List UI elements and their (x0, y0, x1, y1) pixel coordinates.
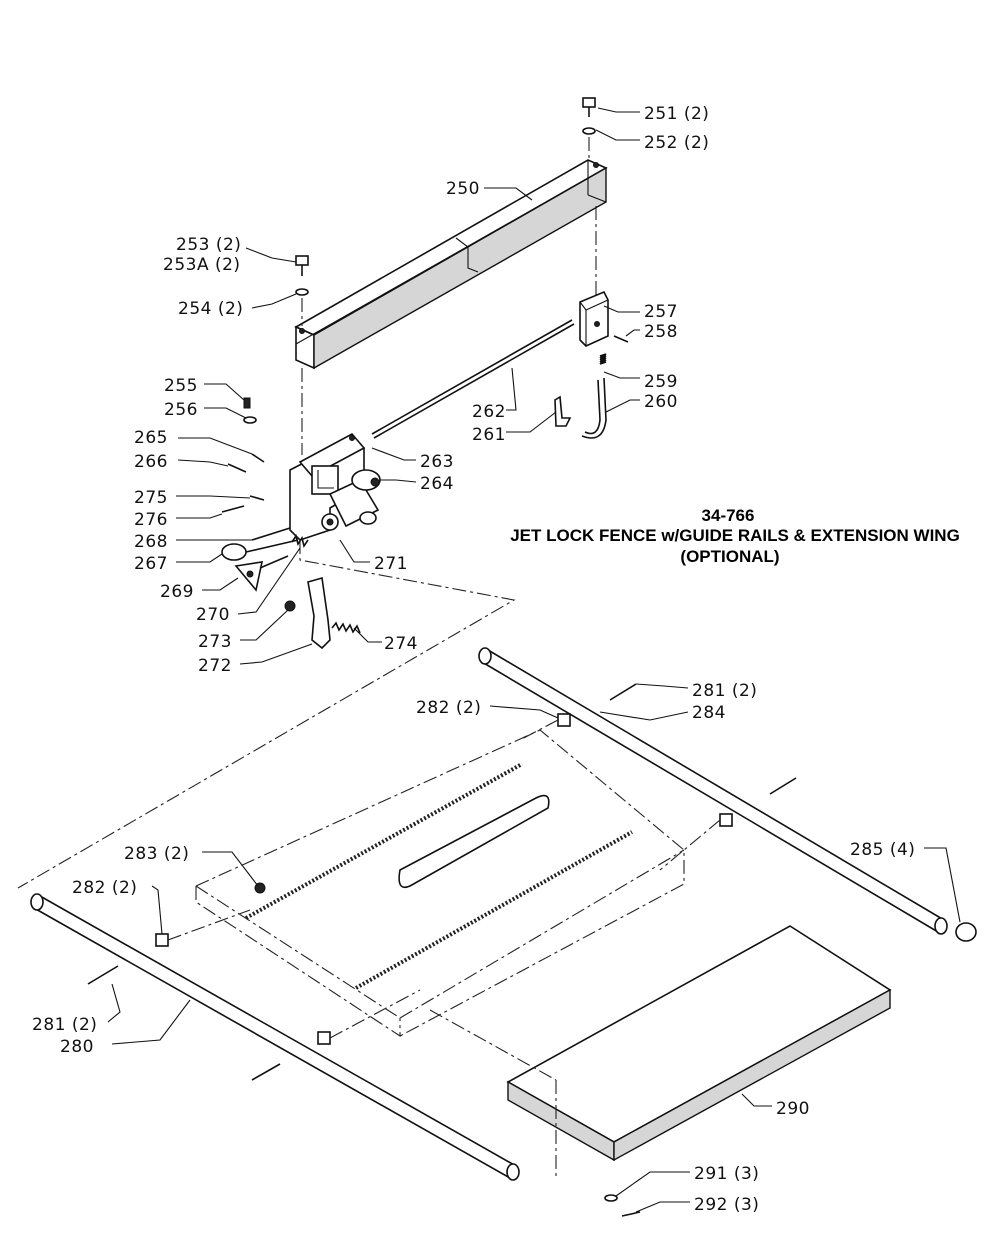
part-label-267: 267 (134, 554, 168, 574)
part-label-284: 284 (692, 703, 726, 723)
front-guide-rail (30, 893, 520, 1181)
rear-clamp (554, 290, 629, 439)
fence-bar (294, 159, 608, 370)
part-label-271: 271 (374, 554, 408, 574)
saw-table-outline (195, 729, 685, 1038)
part-label-272: 272 (198, 656, 232, 676)
part-label-259: 259 (644, 372, 678, 392)
part-label-283: 283 (2) (124, 844, 189, 864)
extension-wing (506, 925, 892, 1162)
title-line-1: JET LOCK FENCE w/GUIDE RAILS & EXTENSION… (510, 526, 960, 545)
part-label-280: 280 (60, 1037, 94, 1057)
part-label-281b: 281 (2) (32, 1015, 97, 1035)
rear-guide-rail (254, 647, 977, 942)
part-label-275: 275 (134, 488, 168, 508)
part-label-292: 292 (3) (694, 1195, 759, 1215)
part-label-282b: 282 (2) (72, 878, 137, 898)
fence-head (289, 432, 380, 541)
part-label-257: 257 (644, 302, 678, 322)
part-label-251: 251 (2) (644, 104, 709, 124)
roller (351, 469, 381, 491)
part-label-260: 260 (644, 392, 678, 412)
part-label-270: 270 (196, 605, 230, 625)
part-label-264: 264 (420, 474, 454, 494)
lock-lever (284, 576, 361, 650)
part-label-253: 253 (2) (176, 235, 241, 255)
part-label-282a: 282 (2) (416, 698, 481, 718)
part-label-273: 273 (198, 632, 232, 652)
small-hardware (221, 397, 309, 592)
part-label-250: 250 (446, 179, 480, 199)
part-label-281a: 281 (2) (692, 681, 757, 701)
part-label-255: 255 (164, 376, 198, 396)
fence-bolt-right (582, 97, 596, 160)
part-label-285: 285 (4) (850, 840, 915, 860)
part-label-262: 262 (472, 402, 506, 422)
part-label-290: 290 (776, 1099, 810, 1119)
part-label-291: 291 (3) (694, 1164, 759, 1184)
fence-bolt-left (295, 255, 309, 326)
part-label-256: 256 (164, 400, 198, 420)
part-label-274: 274 (384, 634, 418, 654)
part-label-268: 268 (134, 532, 168, 552)
part-label-253a: 253A (2) (163, 255, 241, 275)
model-number: 34-766 (702, 506, 755, 525)
part-label-269: 269 (160, 582, 194, 602)
lock-rod (371, 319, 575, 439)
part-label-265: 265 (134, 428, 168, 448)
part-label-266: 266 (134, 452, 168, 472)
part-labels: 251 (2) 252 (2) 250 253 (2)253A (2) 254 (2) 2… (32, 104, 915, 1215)
part-label-263: 263 (420, 452, 454, 472)
leader-lines (107, 107, 961, 1213)
part-label-261: 261 (472, 425, 506, 445)
part-label-252: 252 (2) (644, 133, 709, 153)
part-label-254: 254 (2) (178, 299, 243, 319)
title-line-2: (OPTIONAL) (680, 547, 779, 566)
part-label-258: 258 (644, 322, 678, 342)
part-label-276: 276 (134, 510, 168, 530)
